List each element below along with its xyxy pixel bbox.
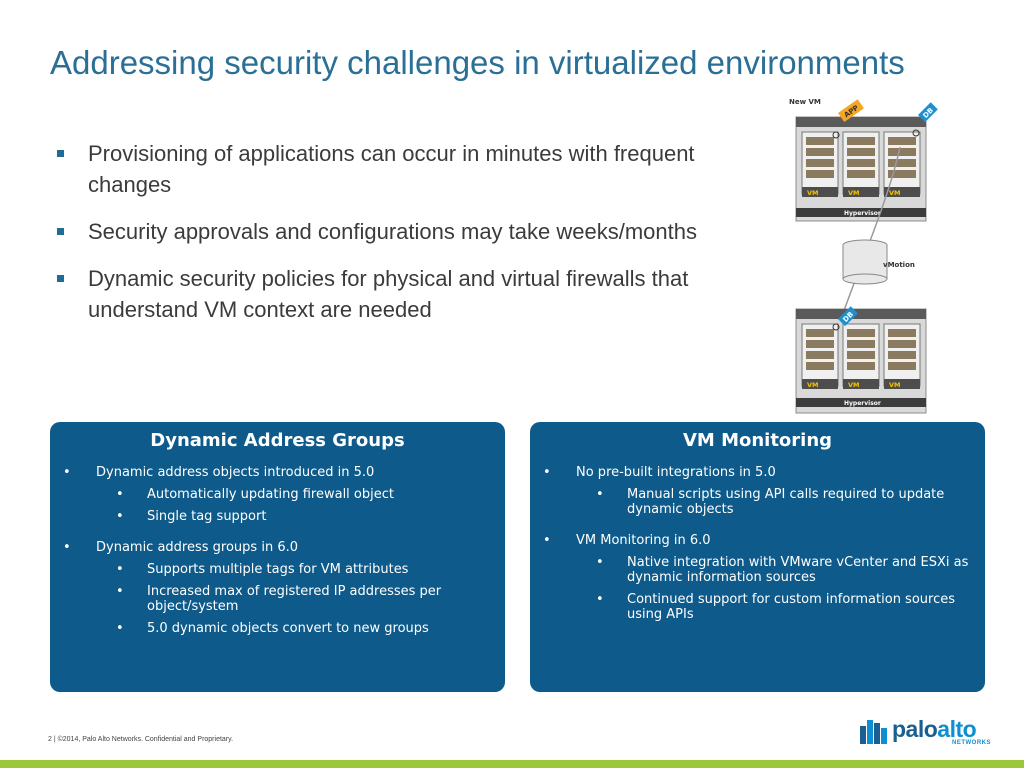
main-bullet: Dynamic security policies for physical a… <box>55 263 755 325</box>
panel-subitem-text: Automatically updating firewall object <box>147 487 394 502</box>
panel-subitem: • Increased max of registered IP addresse… <box>96 584 505 614</box>
bullet-dot-icon: • <box>116 584 124 599</box>
bullet-dot-icon: • <box>596 555 604 570</box>
panel-subitem: • Single tag support <box>96 509 505 524</box>
dynamic-address-groups-panel: Dynamic Address Groups • Dynamic address … <box>50 422 505 692</box>
panel-item-text: Dynamic address groups in 6.0 <box>96 540 298 555</box>
square-bullet-icon <box>57 228 64 235</box>
tag-ring-icon <box>832 131 840 139</box>
panel-subitem-text: Single tag support <box>147 509 267 524</box>
bullet-dot-icon: • <box>63 465 71 480</box>
vm-label: VM <box>807 189 819 197</box>
server-rack-icon <box>801 131 839 197</box>
hypervisor-label: Hypervisor <box>844 210 881 217</box>
panel-item: • Dynamic address objects introduced in 5… <box>50 465 505 524</box>
tag-ring-icon <box>832 323 840 331</box>
panel-sublist: •Automatically updating firewall object … <box>96 487 505 524</box>
bullet-dot-icon: • <box>63 540 71 555</box>
vm-label: VM <box>807 381 819 389</box>
panel-subitem: • Supports multiple tags for VM attribute… <box>96 562 505 577</box>
panel-subitem-text: Increased max of registered IP addresses… <box>147 584 442 614</box>
logo-wordmark: paloalto <box>892 716 977 743</box>
main-bullet: Provisioning of applications can occur i… <box>55 138 755 200</box>
top-host: VM VM VM Hypervisor <box>795 116 927 222</box>
panel-subitem: • Continued support for custom informatio… <box>576 592 985 622</box>
panel-subitem-text: Native integration with VMware vCenter a… <box>627 555 969 585</box>
tag-ring-icon <box>912 129 920 137</box>
main-bullet-text: Dynamic security policies for physical a… <box>88 266 689 322</box>
panel-item: • Dynamic address groups in 6.0 • Supports… <box>50 540 505 636</box>
server-rack-icon <box>801 323 839 389</box>
panel-item-text: VM Monitoring in 6.0 <box>576 533 711 548</box>
logo-palo: palo <box>892 716 938 742</box>
panel-sublist: • Native integration with VMware vCenter … <box>576 555 985 622</box>
panel-sublist: • Supports multiple tags for VM attribute… <box>96 562 505 636</box>
server-rack-icon <box>883 323 921 389</box>
panel-item-text: Dynamic address objects introduced in 5.… <box>96 465 375 480</box>
panel-subitem: • 5.0 dynamic objects convert to new grou… <box>96 621 505 636</box>
hypervisor-label: Hypervisor <box>844 400 881 407</box>
panel-subitem-text: Continued support for custom information… <box>627 592 956 622</box>
storage-cylinder-icon <box>842 239 888 285</box>
bullet-dot-icon: • <box>543 465 551 480</box>
square-bullet-icon <box>57 150 64 157</box>
panel-list: • No pre-built integrations in 5.0 • Manua… <box>530 465 985 622</box>
bullet-dot-icon: • <box>543 533 551 548</box>
paloalto-logo-icon <box>860 720 887 744</box>
paloalto-logo: paloalto NETWORKS <box>860 716 991 748</box>
panel-subitem: • Manual scripts using API calls required… <box>576 487 985 517</box>
vm-label: VM <box>848 381 860 389</box>
bullet-dot-icon: • <box>596 592 604 607</box>
bullet-dot-icon: • <box>596 487 604 502</box>
panel-list: • Dynamic address objects introduced in 5… <box>50 465 505 636</box>
panel-item-text: No pre-built integrations in 5.0 <box>576 465 776 480</box>
main-bullet-list: Provisioning of applications can occur i… <box>55 138 755 341</box>
vm-label: VM <box>848 189 860 197</box>
panel-subitem-text: Manual scripts using API calls required … <box>627 487 945 517</box>
vmotion-diagram: New VM VM VM VM Hypervisor APP DB <box>789 98 938 414</box>
footer-accent-bar <box>0 760 1024 768</box>
square-bullet-icon <box>57 275 64 282</box>
logo-networks: NETWORKS <box>952 740 991 746</box>
vm-label: VM <box>889 189 901 197</box>
server-rack-icon <box>842 323 880 389</box>
panel-subitem-text: 5.0 dynamic objects convert to new group… <box>147 621 429 636</box>
vm-monitoring-panel: VM Monitoring • No pre-built integrations… <box>530 422 985 692</box>
server-rack-icon <box>842 131 880 197</box>
logo-alto: alto <box>937 716 977 742</box>
vmotion-label: vMotion <box>883 261 915 269</box>
panel-item: • No pre-built integrations in 5.0 • Manua… <box>530 465 985 517</box>
footer-note: 2 | ©2014, Palo Alto Networks. Confident… <box>48 736 234 743</box>
vm-label: VM <box>889 381 901 389</box>
panel-subitem: • Automatically updating firewall object <box>96 487 505 502</box>
panel-subitem-text: Supports multiple tags for VM attributes <box>147 562 409 577</box>
panel-title: VM Monitoring <box>682 430 833 451</box>
slide-title: Addressing security challenges in virtua… <box>50 44 905 81</box>
bottom-host: VM VM VM Hypervisor <box>795 308 927 414</box>
panel-subitem: • Native integration with VMware vCenter … <box>576 555 985 585</box>
bullet-dot-icon: • <box>116 621 124 636</box>
bullet-dot-icon: • <box>116 487 124 502</box>
main-bullet-text: Provisioning of applications can occur i… <box>88 141 695 197</box>
main-bullet-text: Security approvals and configurations ma… <box>88 219 697 244</box>
vmotion-arrow-icon <box>837 146 901 328</box>
panel-title: Dynamic Address Groups <box>150 430 405 451</box>
new-vm-label: New VM <box>789 98 821 106</box>
main-bullet: Security approvals and configurations ma… <box>55 216 755 247</box>
bullet-dot-icon: • <box>116 509 124 524</box>
panel-item: • VM Monitoring in 6.0 • Native integratio… <box>530 533 985 622</box>
panel-sublist: • Manual scripts using API calls required… <box>576 487 985 517</box>
bullet-dot-icon: • <box>116 562 124 577</box>
